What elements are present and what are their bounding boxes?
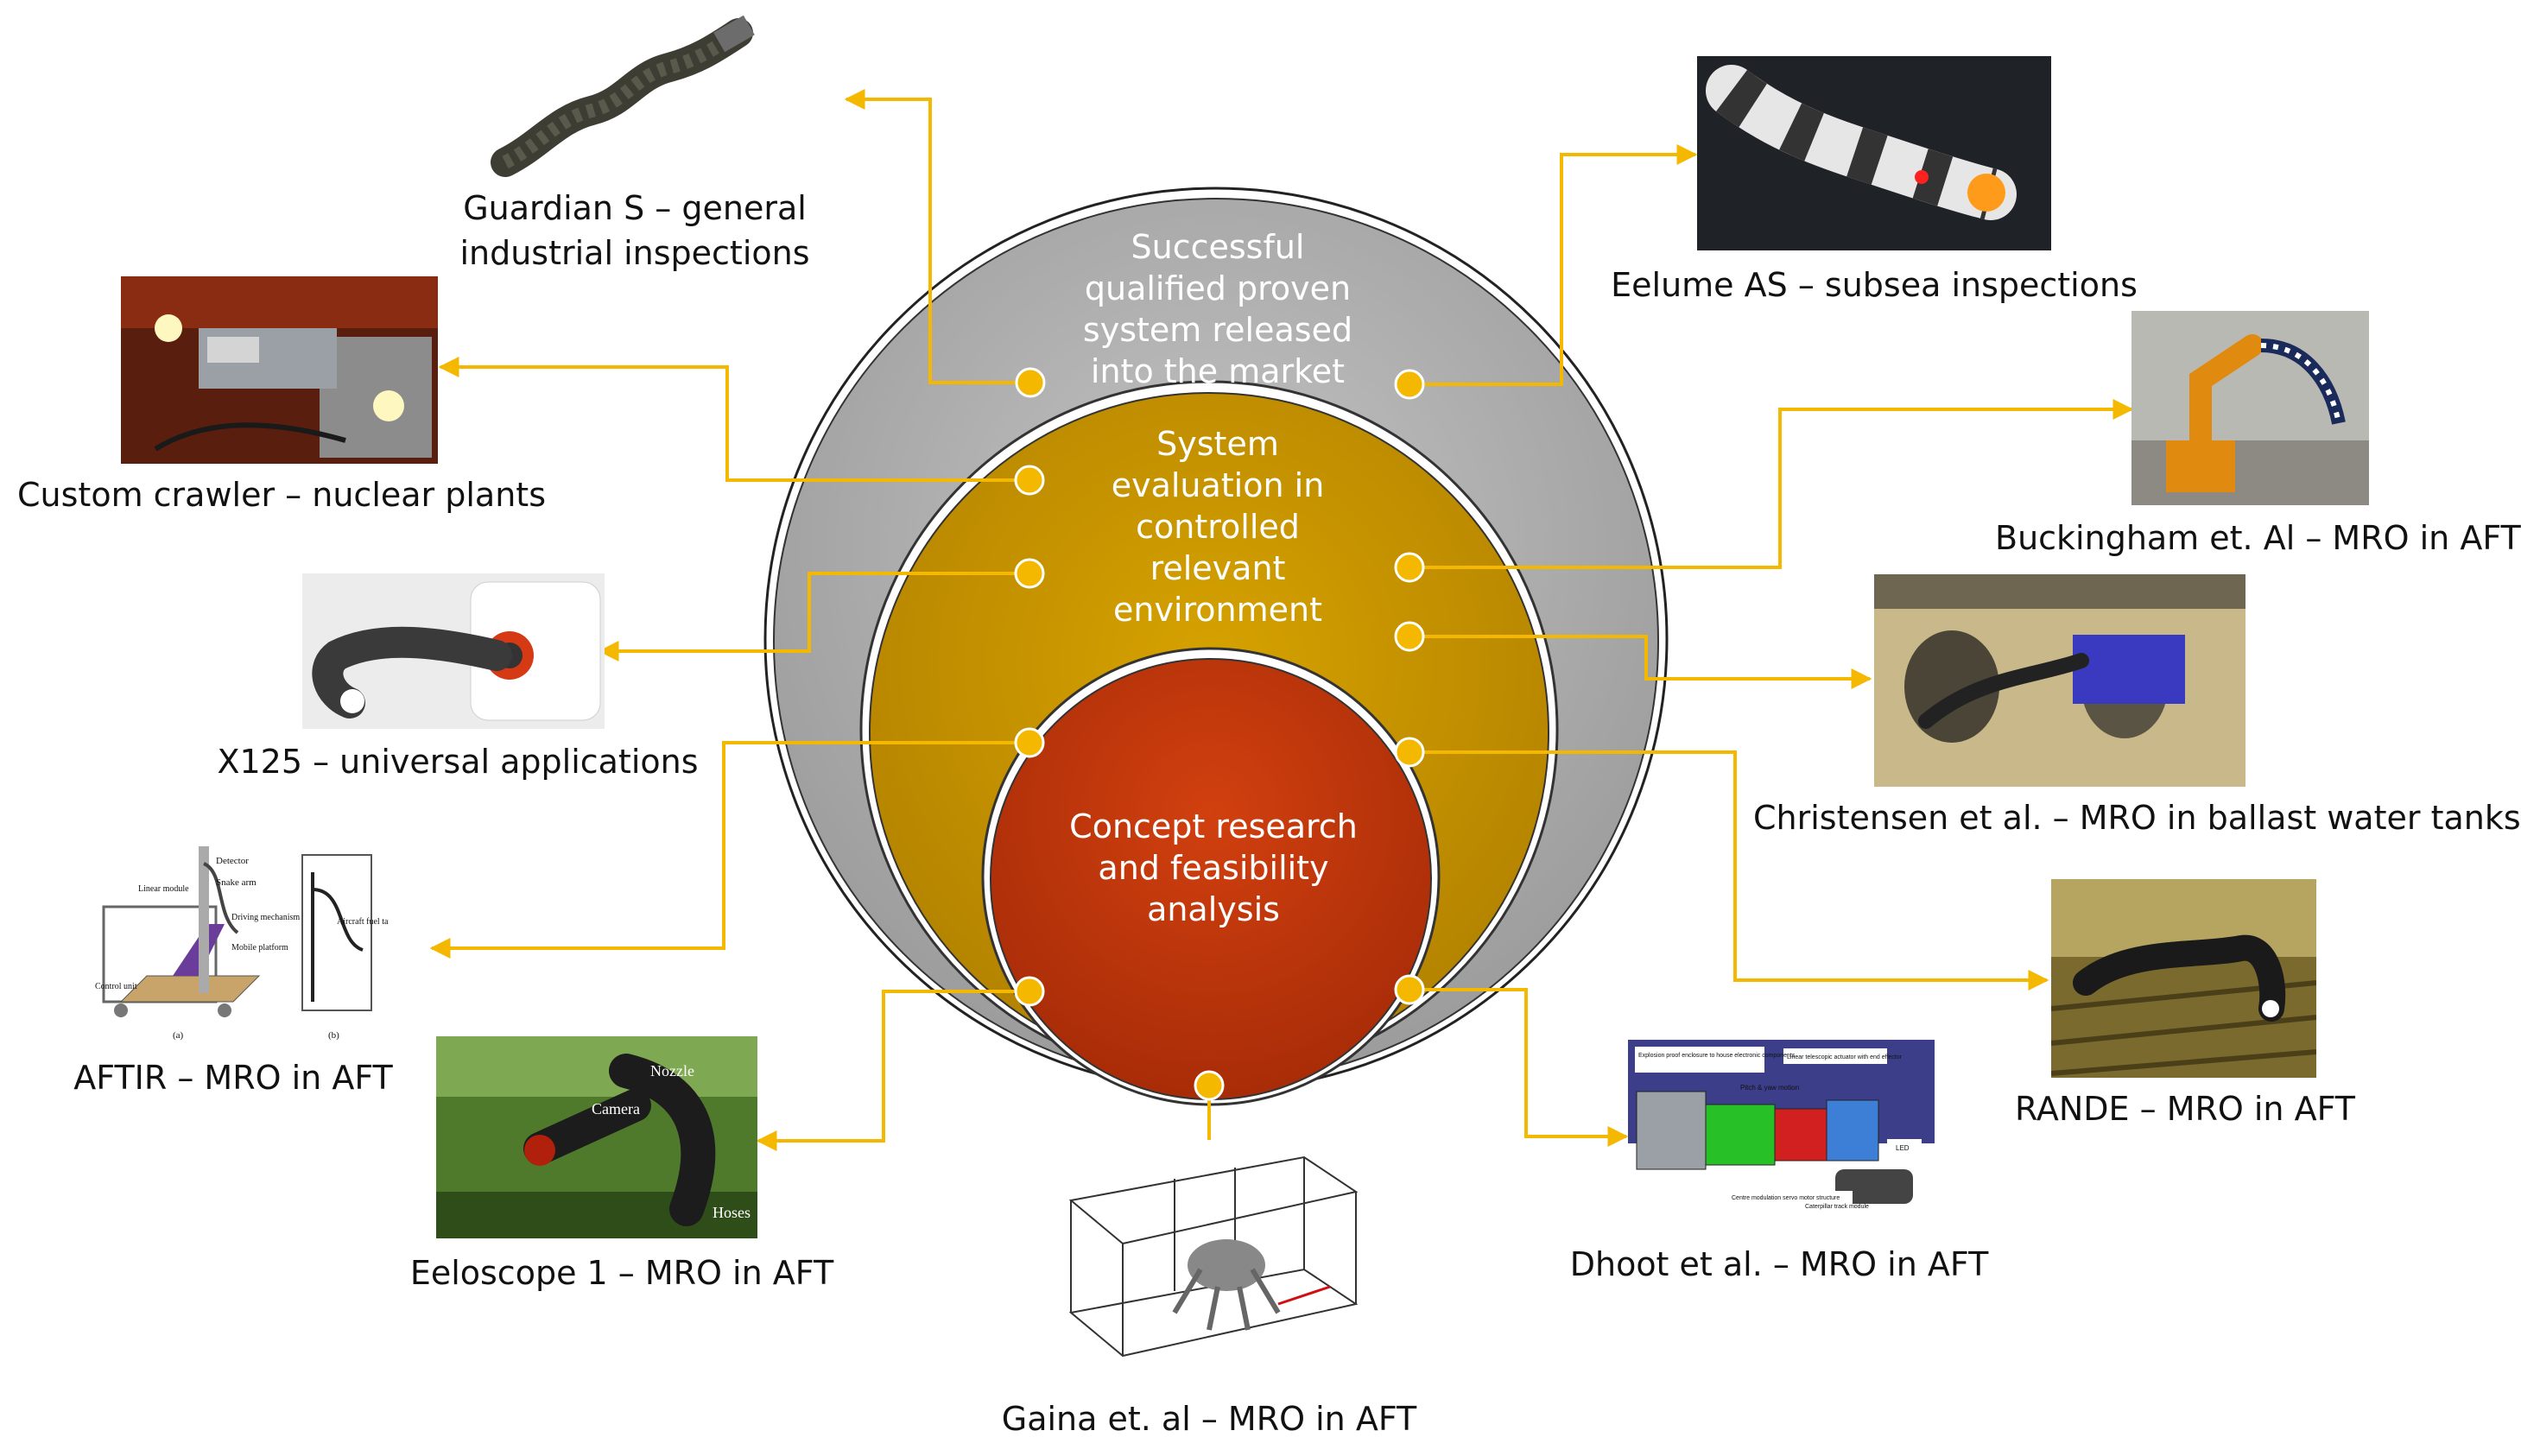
connector-eelume [1409,144,1698,386]
dot-crawler [1014,465,1045,496]
connector-crawler [438,357,1029,482]
eelume-image [1697,56,2051,250]
caption-christensen: Christensen et al. – MRO in ballast wate… [1753,799,2521,837]
caption-gaina: Gaina et. al – MRO in AFT [1001,1400,1417,1438]
connector-dhoot [1409,988,1629,1147]
eeloscope-label-hoses: Hoses [713,1204,751,1221]
connector-dots [1014,367,1425,1101]
dot-dhoot [1394,974,1425,1005]
caption-guardian: Guardian S – general industrial inspecti… [459,189,810,272]
aftir-label-driving: Driving mechanism [231,913,300,922]
connector-guardian [844,89,1030,384]
aftir-label-mobile: Mobile platform [231,943,288,953]
dot-guardian [1015,367,1046,398]
aftir-label-snake-arm: Snake arm [216,877,257,888]
guardian-image [479,16,764,180]
buckingham-image [2131,311,2369,505]
connectors [429,89,2134,1169]
dhoot-label-enclosure: Explosion proof enclosure to house elect… [1638,1053,1796,1059]
aftir-image: Detector Snake arm Linear module Driving… [86,838,389,1045]
dhoot-label-telescopic: Linear telescopic actuator with end effe… [1787,1054,1903,1060]
middle-ring-label: System evaluation in controlled relevant… [1111,425,1325,629]
dot-christensen [1394,621,1425,652]
dot-eeloscope [1014,976,1045,1007]
dot-gaina [1194,1070,1225,1101]
connector-buckingham [1409,399,2134,569]
aftir-label-detector: Detector [216,856,249,866]
caption-x125: X125 – universal applications [217,743,699,781]
rande-image [2051,879,2316,1078]
caption-eelume: Eelume AS – subsea inspections [1611,266,2138,304]
gaina-image [1054,1140,1373,1373]
dhoot-image: Explosion proof enclosure to house elect… [1628,1040,1935,1235]
eeloscope-image: Nozzle Camera Hoses [436,1036,757,1238]
connector-christensen [1409,635,1872,689]
dhoot-label-pitch-yaw: Pitch & yaw motion [1740,1084,1799,1092]
dot-aftir [1014,727,1045,758]
dot-eelume [1394,369,1425,400]
eeloscope-label-nozzle: Nozzle [650,1062,694,1079]
dot-rande [1394,737,1425,768]
dot-x125 [1014,558,1045,589]
aftir-label-linear-module: Linear module [138,884,189,894]
connector-eeloscope [756,990,1029,1151]
x125-image [302,573,605,729]
crawler-image [121,276,438,464]
caption-crawler: Custom crawler – nuclear plants [17,476,546,514]
christensen-image [1874,574,2245,787]
caption-buckingham: Buckingham et. Al – MRO in AFT [1995,519,2521,557]
aftir-label-fuel-tank: Aircraft fuel tank [337,917,389,927]
dhoot-label-centre: Centre modulation servo motor structure [1732,1195,1840,1201]
aftir-panel-a: (a) [173,1030,184,1041]
connector-aftir [429,741,1029,959]
caption-rande: RANDE – MRO in AFT [2014,1090,2355,1128]
caption-dhoot: Dhoot et al. – MRO in AFT [1569,1245,1989,1283]
caption-aftir: AFTIR – MRO in AFT [73,1059,393,1097]
dhoot-label-led: LED [1896,1144,1910,1152]
connector-rande [1409,750,2049,991]
outer-ring-label: Successful qualified proven system relea… [1082,228,1353,390]
aftir-panel-b: (b) [328,1030,339,1041]
connector-x125 [598,572,1029,662]
dhoot-label-track: Caterpillar track module [1805,1204,1869,1210]
caption-eeloscope: Eeloscope 1 – MRO in AFT [409,1254,834,1292]
dot-buckingham [1394,552,1425,583]
eeloscope-label-camera: Camera [592,1100,640,1117]
aftir-label-control: Control unit [95,982,137,991]
inner-ring-label: Concept research and feasibility analysi… [1069,807,1358,928]
